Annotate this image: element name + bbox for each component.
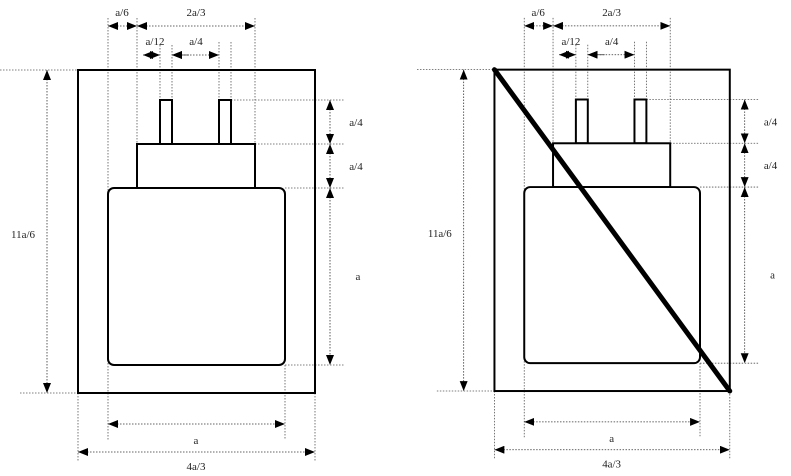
label-a-twelfth: a/12 <box>562 36 581 48</box>
label-prong-gap: a/4 <box>605 36 619 48</box>
label-a-sixth: a/6 <box>531 7 545 19</box>
label-a-sixth: a/6 <box>115 7 129 19</box>
label-two-thirds-a: 2a/3 <box>187 7 206 19</box>
label-neck-height: a/4 <box>764 160 778 172</box>
prong-left <box>159 99 173 145</box>
outer-box <box>493 68 731 393</box>
label-prong-height: a/4 <box>349 117 363 129</box>
label-body-width: a <box>609 433 614 445</box>
charger-neck <box>136 143 256 189</box>
label-neck-height: a/4 <box>349 161 363 173</box>
diagonal-cross-line <box>491 67 733 394</box>
charger-body <box>523 186 701 365</box>
label-total-height: 11a/6 <box>11 229 36 241</box>
charger-body <box>107 187 286 366</box>
label-total-width: 4a/3 <box>187 461 206 473</box>
prong-left <box>574 98 589 145</box>
label-prong-height: a/4 <box>764 116 778 128</box>
label-body-height: a <box>356 271 361 283</box>
label-prong-gap: a/4 <box>189 36 203 48</box>
label-total-width: 4a/3 <box>602 459 621 471</box>
charger-neck <box>552 142 672 189</box>
outer-box <box>77 69 316 394</box>
label-body-width: a <box>194 435 199 447</box>
diagram-right-crossed: a/6 2a/3 a/12 a/4 a/4 a/4 a 11a/6 a 4a/3 <box>417 7 778 471</box>
diagram-left: a/6 2a/3 a/12 a/4 a/4 a/4 a 11a/6 a 4a/3 <box>0 7 363 473</box>
prong-right <box>218 99 232 145</box>
label-a-twelfth: a/12 <box>146 36 165 48</box>
label-body-height: a <box>770 270 775 282</box>
label-total-height: 11a/6 <box>428 228 452 240</box>
prong-right <box>633 98 648 145</box>
label-two-thirds-a: 2a/3 <box>602 7 621 19</box>
